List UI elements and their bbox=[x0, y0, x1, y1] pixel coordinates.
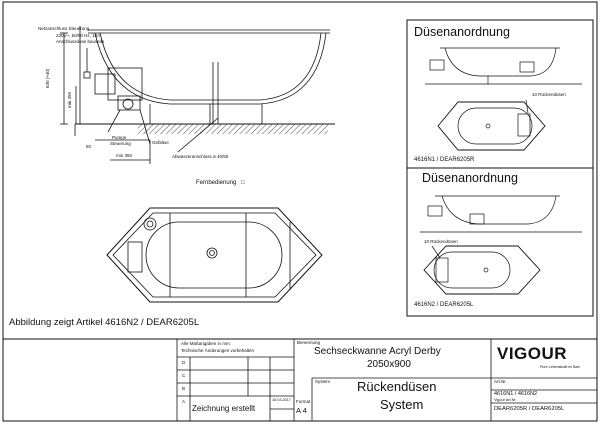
system-label: System bbox=[315, 379, 331, 384]
system-line-1: Rückendüsen bbox=[357, 379, 437, 394]
remote-label: Fernbedienung □ bbox=[196, 180, 245, 186]
notes-line-2: Technische Änderungen vorbehalten bbox=[181, 348, 255, 353]
panel1-nozzle-count: 10 Rückendüsen bbox=[532, 92, 566, 97]
dimension-50: 50 bbox=[86, 144, 92, 149]
control-label: Steuerung bbox=[110, 141, 131, 146]
art-no-value: 4616N1 / 4616N2 bbox=[494, 391, 538, 397]
floor-hatching bbox=[138, 124, 328, 134]
drain-label: Abwasseranschluss ø 40/50 bbox=[172, 154, 229, 159]
revision-a: A bbox=[182, 399, 186, 404]
panel2-plan-view bbox=[423, 245, 541, 295]
pump-label: Pumpe bbox=[112, 135, 127, 140]
min-350-horizontal: min 350 bbox=[116, 153, 133, 158]
panel1-plan-view bbox=[437, 99, 546, 151]
designation-label: Benennung bbox=[297, 340, 321, 345]
vigour-art-label: Vigour Art.Nr. bbox=[494, 398, 517, 402]
right-panels bbox=[406, 19, 594, 317]
supply-label: Netzanschluss Steuerung bbox=[38, 26, 90, 31]
panel2-side-view bbox=[420, 195, 582, 233]
brand-logo: VIGOUR bbox=[497, 344, 568, 363]
plan-view-drawing bbox=[106, 207, 323, 303]
blower-label: Gebläse bbox=[152, 140, 169, 145]
product-name: Sechseckwanne Acryl Derby bbox=[314, 346, 441, 357]
brand-tagline: Pure Lebenskraft im Bad bbox=[540, 365, 580, 369]
figure-caption: Abbildung zeigt Artikel 4616N2 / DEAR620… bbox=[9, 317, 200, 328]
min-350-vertical: min 350 bbox=[67, 91, 72, 108]
product-size: 2050x900 bbox=[367, 359, 411, 370]
panel2-nozzle-count: 10 Rückendüsen bbox=[424, 239, 458, 244]
title-block-grid bbox=[3, 338, 597, 421]
remote-label-text: Fernbedienung bbox=[196, 180, 237, 186]
panel2-model: 4616N2 / DEAR6205L bbox=[414, 302, 474, 308]
revision-c: C bbox=[182, 373, 186, 378]
panel1-title: Düsenanordnung bbox=[414, 25, 510, 39]
vigour-art-value: DEAR6205R / DEAR6205L bbox=[494, 406, 565, 412]
format-value: A 4 bbox=[296, 406, 307, 415]
side-view-drawing bbox=[60, 26, 335, 164]
panel2-title: Düsenanordnung bbox=[422, 171, 518, 185]
notes-line-1: Alle Maßangaben in mm. bbox=[181, 341, 232, 346]
format-label: Format bbox=[296, 399, 311, 404]
revision-d: D bbox=[182, 360, 186, 365]
socket-label: Anschlussdose bauseits bbox=[56, 39, 105, 44]
supply-spec: 230V~, 50/60 Hz, 10A bbox=[56, 33, 101, 38]
remote-icon: □ bbox=[241, 180, 245, 186]
date-value: 16.03.2017 bbox=[272, 398, 292, 402]
revision-b: B bbox=[182, 386, 186, 391]
art-no-label: Art.Nr. bbox=[494, 379, 507, 384]
height-dimension: 630 (+40) bbox=[45, 68, 50, 88]
system-line-2: System bbox=[380, 397, 424, 412]
panel1-model: 4616N1 / DEAR6205R bbox=[414, 157, 475, 163]
drawn-label: Zeichnung erstellt bbox=[192, 404, 256, 413]
panel1-side-view bbox=[425, 47, 582, 85]
